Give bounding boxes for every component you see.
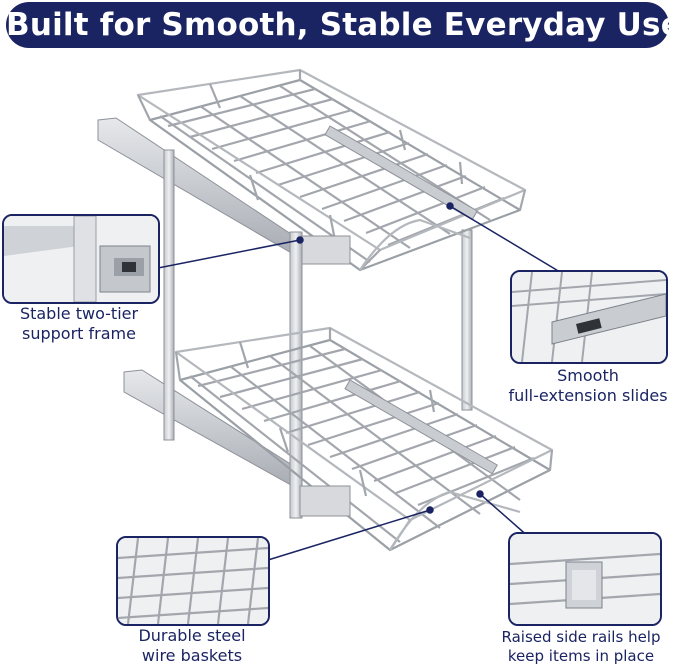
caption-side-rails: Raised side rails help keep items in pla… — [482, 628, 679, 666]
inset-wire-baskets — [116, 536, 270, 626]
top-basket — [136, 68, 527, 272]
caption-slides-line1: Smooth — [557, 366, 619, 385]
bottom-front-bracket — [299, 485, 351, 517]
caption-side-rails-line1: Raised side rails help — [501, 628, 661, 646]
bottom-slide — [344, 379, 498, 475]
inset-slides — [510, 270, 668, 364]
inset-support-frame — [2, 214, 160, 304]
title-banner: Built for Smooth, Stable Everyday Use — [6, 2, 679, 48]
top-slide — [324, 125, 478, 221]
caption-support-frame: Stable two-tier support frame — [4, 304, 154, 344]
caption-support-frame-line2: support frame — [22, 324, 136, 343]
caption-slides-line2: full-extension slides — [508, 386, 668, 405]
caption-side-rails-line2: keep items in place — [507, 647, 655, 665]
caption-wire-baskets: Durable steel wire baskets — [112, 626, 272, 666]
frame-post-back-left — [163, 149, 175, 441]
caption-support-frame-line1: Stable two-tier — [19, 304, 139, 323]
inset-side-rails — [508, 532, 662, 626]
caption-wire-baskets-line2: wire baskets — [141, 646, 243, 665]
banner-title: Built for Smooth, Stable Everyday Use — [6, 7, 679, 43]
top-front-bracket — [301, 235, 351, 265]
leader-lines — [157, 202, 561, 561]
frame-post-back-right — [461, 229, 473, 411]
caption-wire-baskets-line1: Durable steel — [138, 626, 246, 645]
caption-slides: Smooth full-extension slides — [500, 366, 676, 406]
bottom-mount-rail — [123, 369, 301, 491]
